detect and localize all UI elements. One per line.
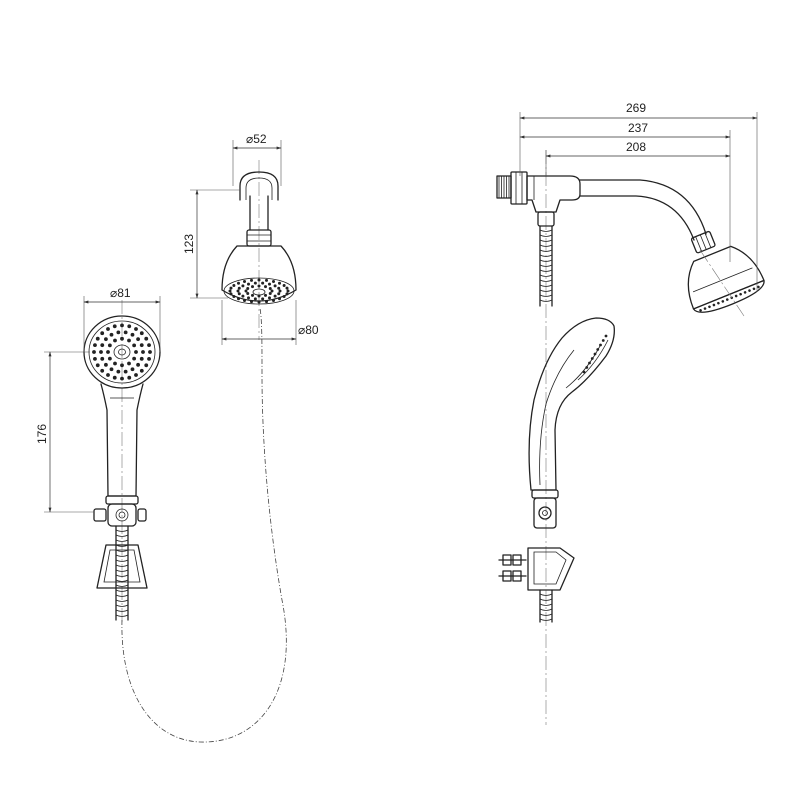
dim-label-237: 237 (628, 121, 648, 135)
dim-label-208: 208 (626, 140, 646, 154)
wall-screws (498, 554, 527, 582)
dim-side-arm: 237 (519, 121, 731, 262)
dim-fixed-connection-diameter: ⌀52 (232, 132, 282, 186)
hand-shower-nozzles (92, 323, 152, 381)
dim-fixed-face-diameter: ⌀80 (221, 300, 319, 345)
dim-label-80: ⌀80 (298, 323, 319, 337)
dim-hand-length: 176 (35, 351, 94, 513)
wall-thread (498, 176, 510, 198)
fixed-head-nozzles (228, 278, 290, 304)
side-hose-top (539, 229, 553, 302)
hand-shower-front-view (83, 300, 161, 625)
side-hose-bottom (539, 593, 553, 621)
dim-side-elbow: 208 (545, 140, 731, 176)
dim-label-176: 176 (35, 424, 49, 444)
hand-hose-ribs (115, 529, 129, 617)
dim-fixed-height: 123 (182, 189, 240, 299)
dim-hand-head-diameter: ⌀81 (83, 286, 161, 352)
hose (121, 307, 287, 743)
side-view (496, 150, 765, 725)
dim-side-total: 269 (519, 101, 758, 292)
dim-label-269: 269 (626, 101, 646, 115)
dim-label-81: ⌀81 (110, 286, 131, 300)
fixed-head-front-view (221, 160, 297, 340)
side-hand-nozzles (582, 334, 608, 374)
dim-label-123: 123 (182, 234, 196, 254)
dim-label-52: ⌀52 (246, 132, 267, 146)
